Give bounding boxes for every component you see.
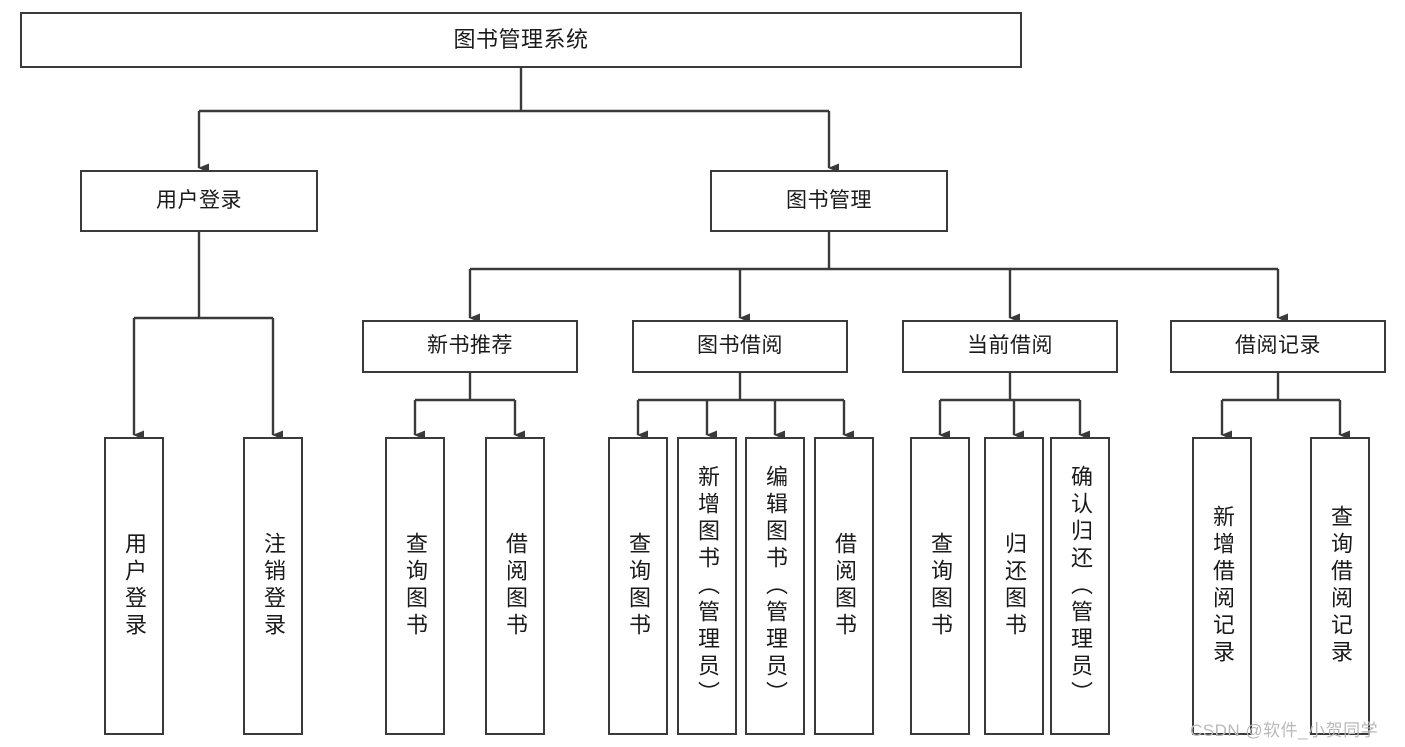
node-label: 确认归还（管理员） — [1068, 464, 1093, 708]
node-leaf-bw-query[interactable]: 查询图书 — [608, 437, 668, 735]
node-label: 用户登录 — [156, 188, 242, 212]
node-label: 查询图书 — [928, 532, 953, 640]
node-label: 图书管理 — [786, 188, 872, 212]
node-label: 查询图书 — [626, 532, 651, 640]
node-bookmgmt[interactable]: 图书管理 — [710, 170, 948, 232]
node-label: 当前借阅 — [967, 334, 1053, 358]
node-newbooks[interactable]: 新书推荐 — [362, 320, 578, 373]
node-label: 借阅记录 — [1235, 334, 1321, 358]
node-label: 注销登录 — [261, 532, 286, 640]
node-label: 归还图书 — [1002, 532, 1027, 640]
node-label: 新增图书（管理员） — [695, 464, 720, 708]
node-leaf-nb-borrow[interactable]: 借阅图书 — [485, 437, 545, 735]
node-label: 编辑图书（管理员） — [763, 464, 788, 708]
node-leaf-logout[interactable]: 注销登录 — [243, 437, 303, 735]
node-leaf-nb-query[interactable]: 查询图书 — [385, 437, 445, 735]
node-leaf-login[interactable]: 用户登录 — [104, 437, 164, 735]
node-label: 新增借阅记录 — [1210, 505, 1235, 667]
node-label: 新书推荐 — [427, 334, 513, 358]
node-leaf-cb-return[interactable]: 归还图书 — [984, 437, 1044, 735]
node-leaf-bw-borrow[interactable]: 借阅图书 — [814, 437, 874, 735]
node-leaf-rc-add[interactable]: 新增借阅记录 — [1192, 437, 1252, 735]
node-leaf-bw-add[interactable]: 新增图书（管理员） — [677, 437, 737, 735]
node-label: 查询图书 — [403, 532, 428, 640]
csdn-watermark: CSDN @软件_小贺同学 — [1190, 721, 1379, 740]
node-leaf-cb-confirm[interactable]: 确认归还（管理员） — [1050, 437, 1110, 735]
node-label: 用户登录 — [122, 532, 147, 640]
node-label: 查询借阅记录 — [1328, 505, 1353, 667]
node-leaf-bw-edit[interactable]: 编辑图书（管理员） — [745, 437, 805, 735]
node-label: 借阅图书 — [832, 532, 857, 640]
node-label: 图书管理系统 — [453, 27, 589, 53]
node-leaf-cb-query[interactable]: 查询图书 — [910, 437, 970, 735]
node-login[interactable]: 用户登录 — [80, 170, 318, 232]
node-label: 图书借阅 — [697, 334, 783, 358]
node-root[interactable]: 图书管理系统 — [20, 12, 1022, 68]
node-label: 借阅图书 — [503, 532, 528, 640]
node-records[interactable]: 借阅记录 — [1170, 320, 1386, 373]
node-borrow[interactable]: 图书借阅 — [632, 320, 848, 373]
node-leaf-rc-query[interactable]: 查询借阅记录 — [1310, 437, 1370, 735]
node-current[interactable]: 当前借阅 — [902, 320, 1118, 373]
